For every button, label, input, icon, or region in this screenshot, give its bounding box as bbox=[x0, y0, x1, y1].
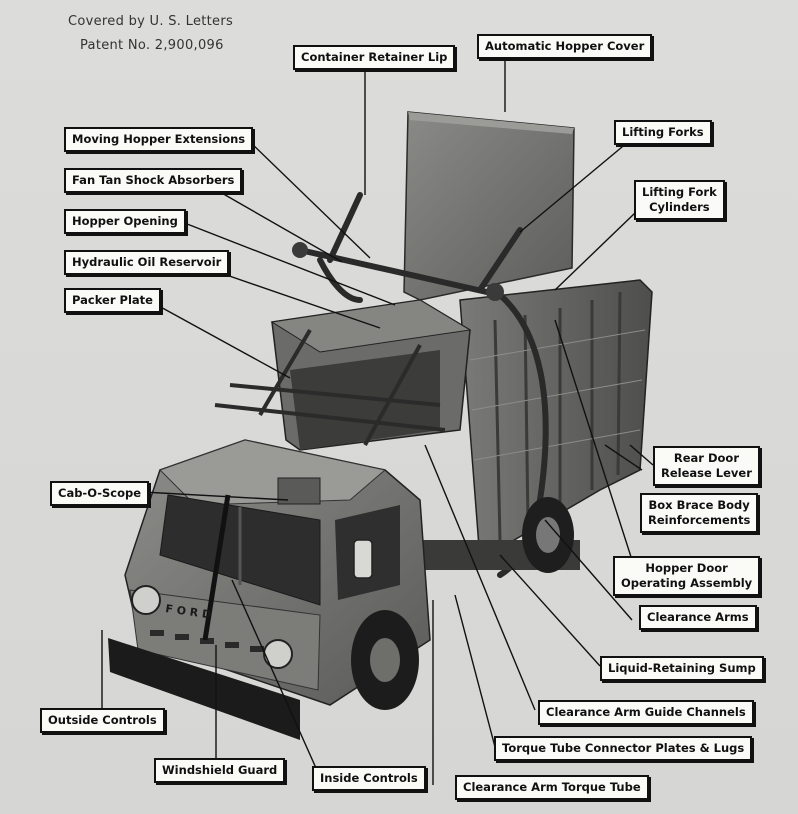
label-hopper-door-line2: Operating Assembly bbox=[621, 576, 753, 590]
label-torque-tube-connector-plates-lugs: Torque Tube Connector Plates & Lugs bbox=[494, 736, 753, 761]
refuse-body bbox=[459, 279, 653, 562]
label-rear-door-release-lever: Rear Door Release Lever bbox=[653, 446, 760, 486]
label-packer-plate: Packer Plate bbox=[64, 288, 161, 313]
ford-cab bbox=[108, 439, 431, 740]
label-clearance-arm-torque-tube: Clearance Arm Torque Tube bbox=[455, 775, 649, 800]
label-liquid-retaining-sump: Liquid-Retaining Sump bbox=[600, 656, 764, 681]
hopper-box bbox=[214, 299, 472, 451]
label-cab-o-scope: Cab-O-Scope bbox=[50, 481, 149, 506]
label-container-retainer-lip: Container Retainer Lip bbox=[293, 45, 456, 70]
label-automatic-hopper-cover: Automatic Hopper Cover bbox=[477, 34, 653, 59]
label-lifting-fork-cylinders-line1: Lifting Fork bbox=[642, 185, 717, 199]
label-box-brace-line1: Box Brace Body bbox=[648, 498, 750, 512]
label-clearance-arms: Clearance Arms bbox=[639, 605, 757, 630]
label-rear-door-line2: Release Lever bbox=[661, 466, 752, 480]
label-lifting-fork-cylinders-line2: Cylinders bbox=[649, 200, 710, 214]
label-moving-hopper-extensions: Moving Hopper Extensions bbox=[64, 127, 254, 152]
label-rear-door-line1: Rear Door bbox=[673, 451, 739, 465]
leader-lines bbox=[101, 58, 654, 785]
label-clearance-arm-guide-channels: Clearance Arm Guide Channels bbox=[538, 700, 754, 725]
label-fan-tan-shock-absorbers: Fan Tan Shock Absorbers bbox=[64, 168, 243, 193]
chassis bbox=[420, 497, 580, 573]
patent-line-1: Covered by U. S. Letters bbox=[68, 14, 234, 29]
label-box-brace-body-reinforcements: Box Brace Body Reinforcements bbox=[640, 493, 759, 533]
label-windshield-guard: Windshield Guard bbox=[154, 758, 286, 783]
label-hopper-door-operating-assembly: Hopper Door Operating Assembly bbox=[613, 556, 761, 596]
label-outside-controls: Outside Controls bbox=[40, 708, 165, 733]
label-lifting-forks: Lifting Forks bbox=[614, 120, 712, 145]
grille-lettering: F O R D bbox=[165, 602, 212, 621]
label-hopper-door-line1: Hopper Door bbox=[645, 561, 728, 575]
label-box-brace-line2: Reinforcements bbox=[648, 513, 751, 527]
label-lifting-fork-cylinders: Lifting Fork Cylinders bbox=[634, 180, 725, 220]
label-hydraulic-oil-reservoir: Hydraulic Oil Reservoir bbox=[64, 250, 230, 275]
patent-line-2: Patent No. 2,900,096 bbox=[80, 38, 224, 53]
label-inside-controls: Inside Controls bbox=[312, 766, 426, 791]
label-hopper-opening: Hopper Opening bbox=[64, 209, 186, 234]
